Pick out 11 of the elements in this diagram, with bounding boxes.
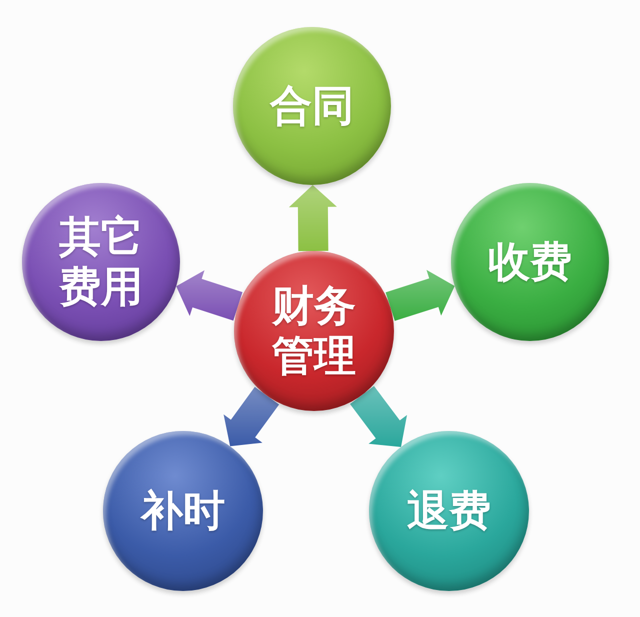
block-arrow: [176, 270, 242, 321]
hub-circle: 财务管理: [234, 251, 394, 411]
topic-circle: 其它费用: [22, 183, 180, 341]
block-arrow: [350, 386, 407, 447]
topic-circle: 合同: [233, 27, 391, 185]
block-arrow: [386, 270, 455, 321]
block-arrow: [288, 185, 337, 252]
topic-circle: 退费: [369, 431, 529, 591]
block-arrow: [224, 386, 280, 446]
topic-circle: 收费: [451, 183, 609, 341]
topic-circle: 补时: [103, 431, 263, 591]
